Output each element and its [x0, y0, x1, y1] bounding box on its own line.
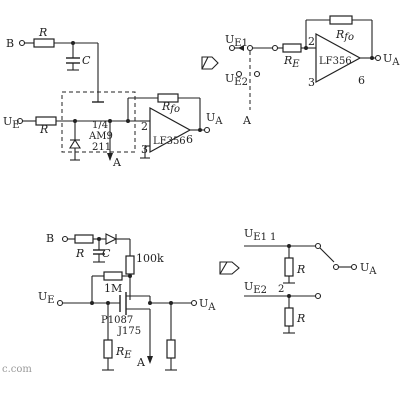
label-b-bottom: B — [46, 232, 54, 245]
label-opamp: LF356 — [153, 136, 186, 147]
terminal-ua — [203, 126, 211, 134]
label-100k: 100k — [136, 252, 164, 265]
junction — [370, 56, 374, 60]
resistor-re — [282, 43, 302, 53]
diode-bottom — [105, 233, 118, 245]
resistor-r-bottom — [74, 234, 94, 244]
switch-contact-1 — [314, 242, 322, 250]
terminal-ua-bottom — [190, 299, 198, 307]
switch-contact-2-bottom — [314, 292, 322, 300]
label-ue2-bottom: UE2 — [244, 280, 267, 296]
equivalence-arrow-top — [201, 56, 219, 70]
label-switch-1: 1/4 — [92, 120, 108, 131]
bottom-right-circuit: UE1 1 R UA UE2 2 R — [244, 227, 377, 334]
label-pin2: 2 — [141, 120, 148, 133]
bottom-left-circuit: B R C 100k 1M UE — [38, 232, 216, 371]
label-rfb-right: Rfo — [335, 28, 354, 43]
label-ua: UA — [206, 111, 223, 127]
label-fet-1: P1087 — [101, 315, 133, 326]
label-r-lower: R — [296, 312, 305, 325]
label-r1: R — [38, 26, 47, 39]
arrow-a — [107, 153, 113, 161]
label-a: A — [112, 156, 122, 169]
switch-pivot — [246, 44, 254, 52]
terminal-b-bottom — [61, 235, 69, 243]
resistor-rfb-right — [329, 15, 353, 25]
label-ua-bottom: UA — [199, 297, 216, 313]
switch-blade — [319, 247, 335, 263]
watermark-text: c.com — [2, 364, 32, 375]
resistor-load — [166, 339, 176, 359]
switch-contact — [271, 44, 279, 52]
switch-arrow — [238, 45, 244, 51]
opamp-triangle-right — [315, 32, 362, 84]
resistor-100k — [125, 255, 135, 275]
label-ua-br: UA — [360, 261, 377, 277]
label-switch-2: AM9 — [88, 131, 113, 142]
label-a-bottom: A — [136, 356, 146, 369]
label-pin6-right: 6 — [358, 74, 365, 87]
terminal-b — [18, 39, 26, 47]
label-ue: UE — [3, 115, 20, 131]
resistor-r-upper — [284, 257, 294, 277]
label-pin2-right: 2 — [308, 35, 315, 48]
label-a-right: A — [242, 114, 252, 127]
resistor-r-lower — [284, 307, 294, 327]
switch-contact-2 — [253, 70, 261, 78]
arrow-a-bottom — [147, 356, 153, 364]
label-pos1: 1 — [270, 232, 276, 243]
label-r-upper: R — [296, 263, 305, 276]
label-fet-2: J175 — [117, 326, 141, 337]
label-r-bottom: R — [75, 247, 84, 260]
label-ue-bottom: UE — [38, 290, 55, 306]
label-pin6: 6 — [186, 133, 193, 146]
junction — [128, 274, 132, 278]
label-b: B — [6, 37, 14, 50]
label-ue2: UE2 — [225, 72, 248, 88]
label-c-bottom: C — [102, 247, 111, 260]
label-re-bottom: RE — [115, 345, 132, 361]
analog-switch-box — [61, 91, 136, 153]
junction — [198, 128, 202, 132]
switch-pivot-bottom — [332, 263, 340, 271]
terminal-ua-right — [374, 54, 382, 62]
terminal-ua-br — [350, 263, 358, 271]
top-left-circuit: B R C UE R 1/4 AM9 2 — [3, 26, 223, 169]
label-ue1-bottom: UE1 — [244, 227, 267, 243]
terminal-ue1 — [228, 44, 236, 52]
terminal-ue-bottom — [56, 299, 64, 307]
opamp-triangle — [149, 106, 192, 154]
label-pos2: 2 — [278, 284, 284, 295]
label-ua-right: UA — [383, 52, 400, 68]
label-ue1: UE1 — [225, 33, 248, 49]
terminal-ue2 — [235, 70, 243, 78]
equivalence-arrow-bottom — [219, 261, 240, 275]
resistor-r1 — [33, 38, 55, 48]
diode — [69, 138, 81, 149]
resistor-1m — [103, 271, 123, 281]
label-rfb: Rfo — [161, 100, 180, 115]
label-re: RE — [283, 54, 300, 70]
label-r2: R — [39, 123, 48, 136]
label-switch-3: 211 — [92, 142, 111, 153]
resistor-re-bottom — [103, 339, 113, 359]
junction — [148, 301, 152, 305]
label-1m: 1M — [104, 282, 122, 295]
junction — [90, 301, 94, 305]
label-pin3-right: 3 — [308, 76, 315, 89]
top-right-circuit: UE1 RE Rfo 2 3 LF356 6 UA UE2 A — [225, 15, 400, 127]
label-opamp-right: LF356 — [319, 56, 352, 67]
label-c: C — [82, 54, 91, 67]
